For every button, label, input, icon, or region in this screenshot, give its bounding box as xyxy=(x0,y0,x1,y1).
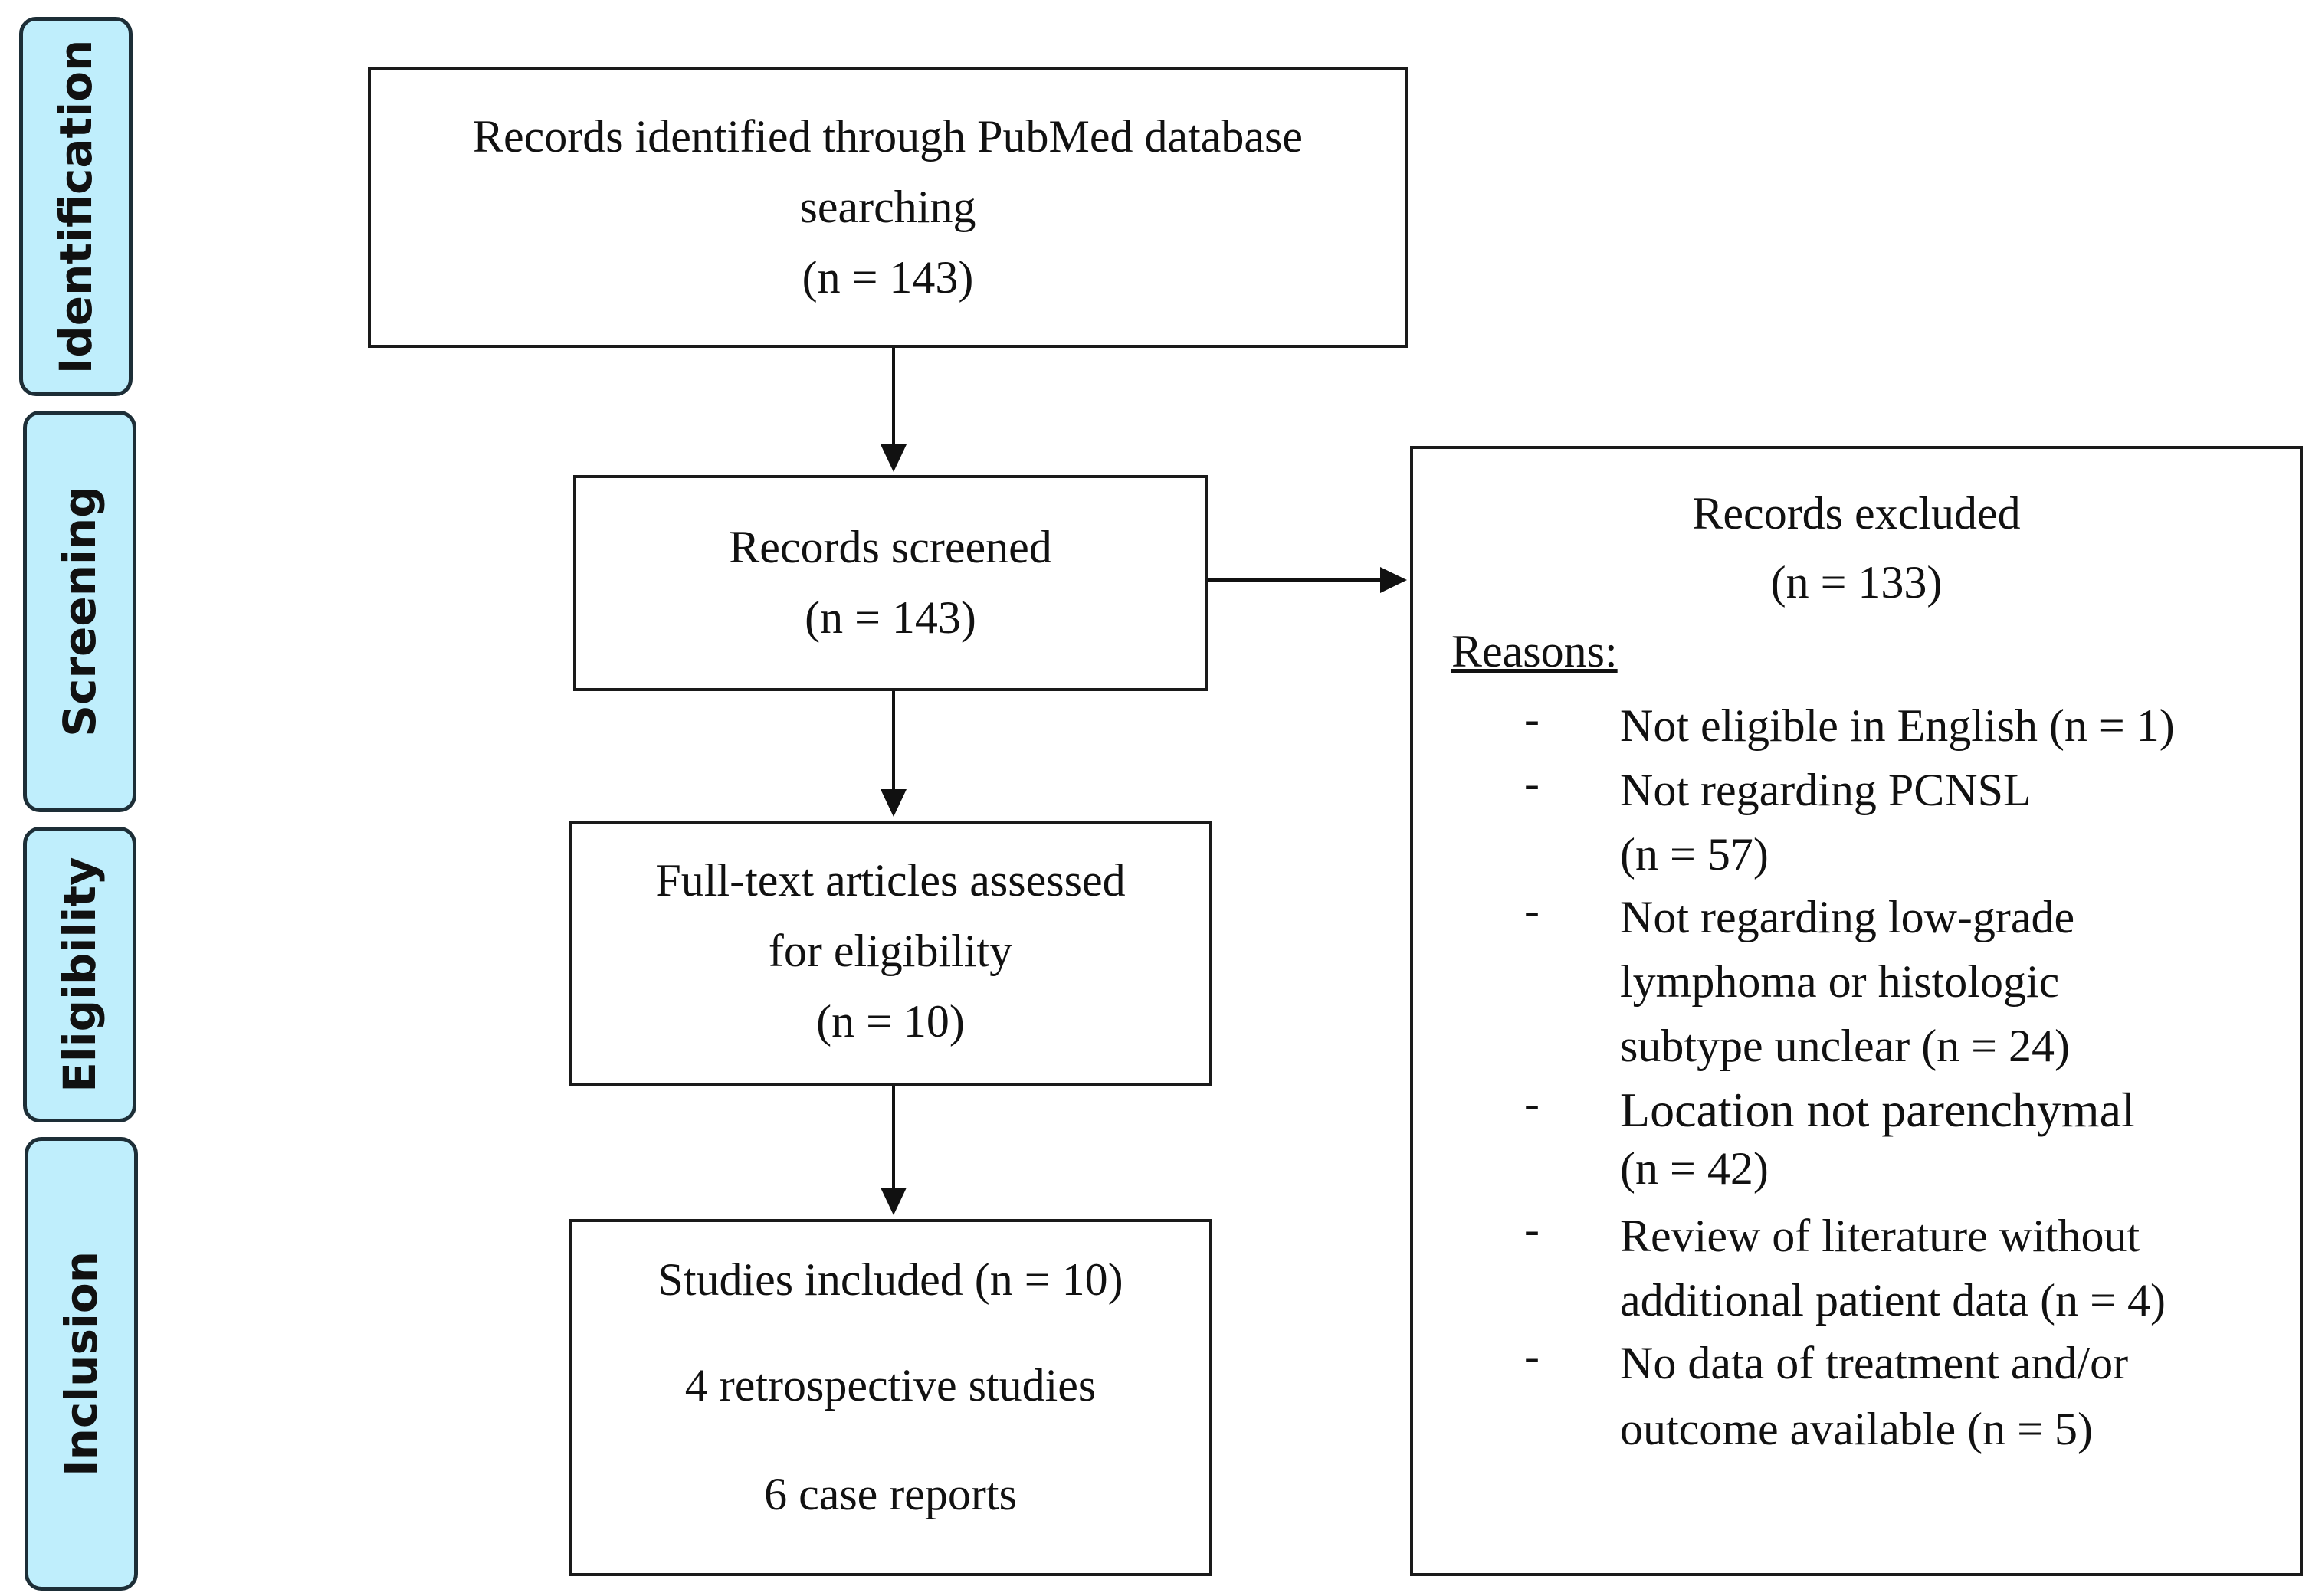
studies-included-count: Studies included (n = 10) xyxy=(658,1254,1123,1305)
reason-bullet: - xyxy=(1524,1078,1540,1129)
reason-bullet: - xyxy=(1524,693,1540,744)
fulltext-assessed-line1: Full-text articles assessed xyxy=(655,855,1126,906)
reason-text: No data of treatment and/or xyxy=(1620,1338,2129,1388)
phase-screening: Screening xyxy=(23,411,136,812)
records-excluded-title: Records excluded xyxy=(1692,488,2021,539)
records-identified-line2: searching xyxy=(799,182,976,232)
reason-text: subtype unclear (n = 24) xyxy=(1620,1021,2070,1071)
reason-text: Location not parenchymal xyxy=(1620,1083,2135,1137)
records-screened-box: Records screened (n = 143) xyxy=(573,475,1208,691)
fulltext-assessed-line2: for eligibility xyxy=(768,926,1013,976)
records-screened-count: (n = 143) xyxy=(805,592,976,643)
phase-identification: Identification xyxy=(19,17,133,396)
fulltext-assessed-box: Full-text articles assessed for eligibil… xyxy=(569,821,1212,1086)
reason-bullet: - xyxy=(1524,1331,1540,1381)
reason-text: Review of literature without xyxy=(1620,1211,2140,1261)
reason-text: Not regarding low-grade xyxy=(1620,892,2075,942)
records-identified-line1: Records identified through PubMed databa… xyxy=(472,111,1304,162)
reason-bullet: - xyxy=(1524,1204,1540,1254)
phase-eligibility: Eligibility xyxy=(23,827,136,1122)
reason-text: additional patient data (n = 4) xyxy=(1620,1275,2166,1326)
arrowhead-right xyxy=(1380,567,1407,593)
records-excluded-box: Records excluded (n = 133) Reasons: - No… xyxy=(1410,446,2303,1576)
reason-bullet: - xyxy=(1524,885,1540,936)
arrowhead-down-2 xyxy=(881,789,907,817)
phase-inclusion: Inclusion xyxy=(25,1137,138,1591)
reason-text: outcome available (n = 5) xyxy=(1620,1404,2093,1454)
arrowhead-down-3 xyxy=(881,1188,907,1215)
fulltext-assessed-count: (n = 10) xyxy=(816,996,965,1047)
records-screened-label: Records screened xyxy=(729,522,1052,572)
reason-text: lymphoma or histologic xyxy=(1620,956,2060,1007)
studies-included-box: Studies included (n = 10) 4 retrospectiv… xyxy=(569,1219,1212,1576)
reason-text: Not regarding PCNSL xyxy=(1620,765,2032,815)
retrospective-studies: 4 retrospective studies xyxy=(684,1360,1097,1411)
arrowhead-down-1 xyxy=(881,444,907,472)
reason-bullet: - xyxy=(1524,758,1540,808)
records-identified-count: (n = 143) xyxy=(802,252,974,303)
reason-text: Not eligible in English (n = 1) xyxy=(1620,700,2175,751)
case-reports: 6 case reports xyxy=(764,1469,1017,1519)
reasons-label: Reasons: xyxy=(1451,626,1618,677)
reason-text: (n = 42) xyxy=(1620,1143,1769,1194)
records-identified-box: Records identified through PubMed databa… xyxy=(368,67,1408,348)
records-excluded-count: (n = 133) xyxy=(1770,557,1943,608)
reason-text: (n = 57) xyxy=(1620,829,1769,880)
